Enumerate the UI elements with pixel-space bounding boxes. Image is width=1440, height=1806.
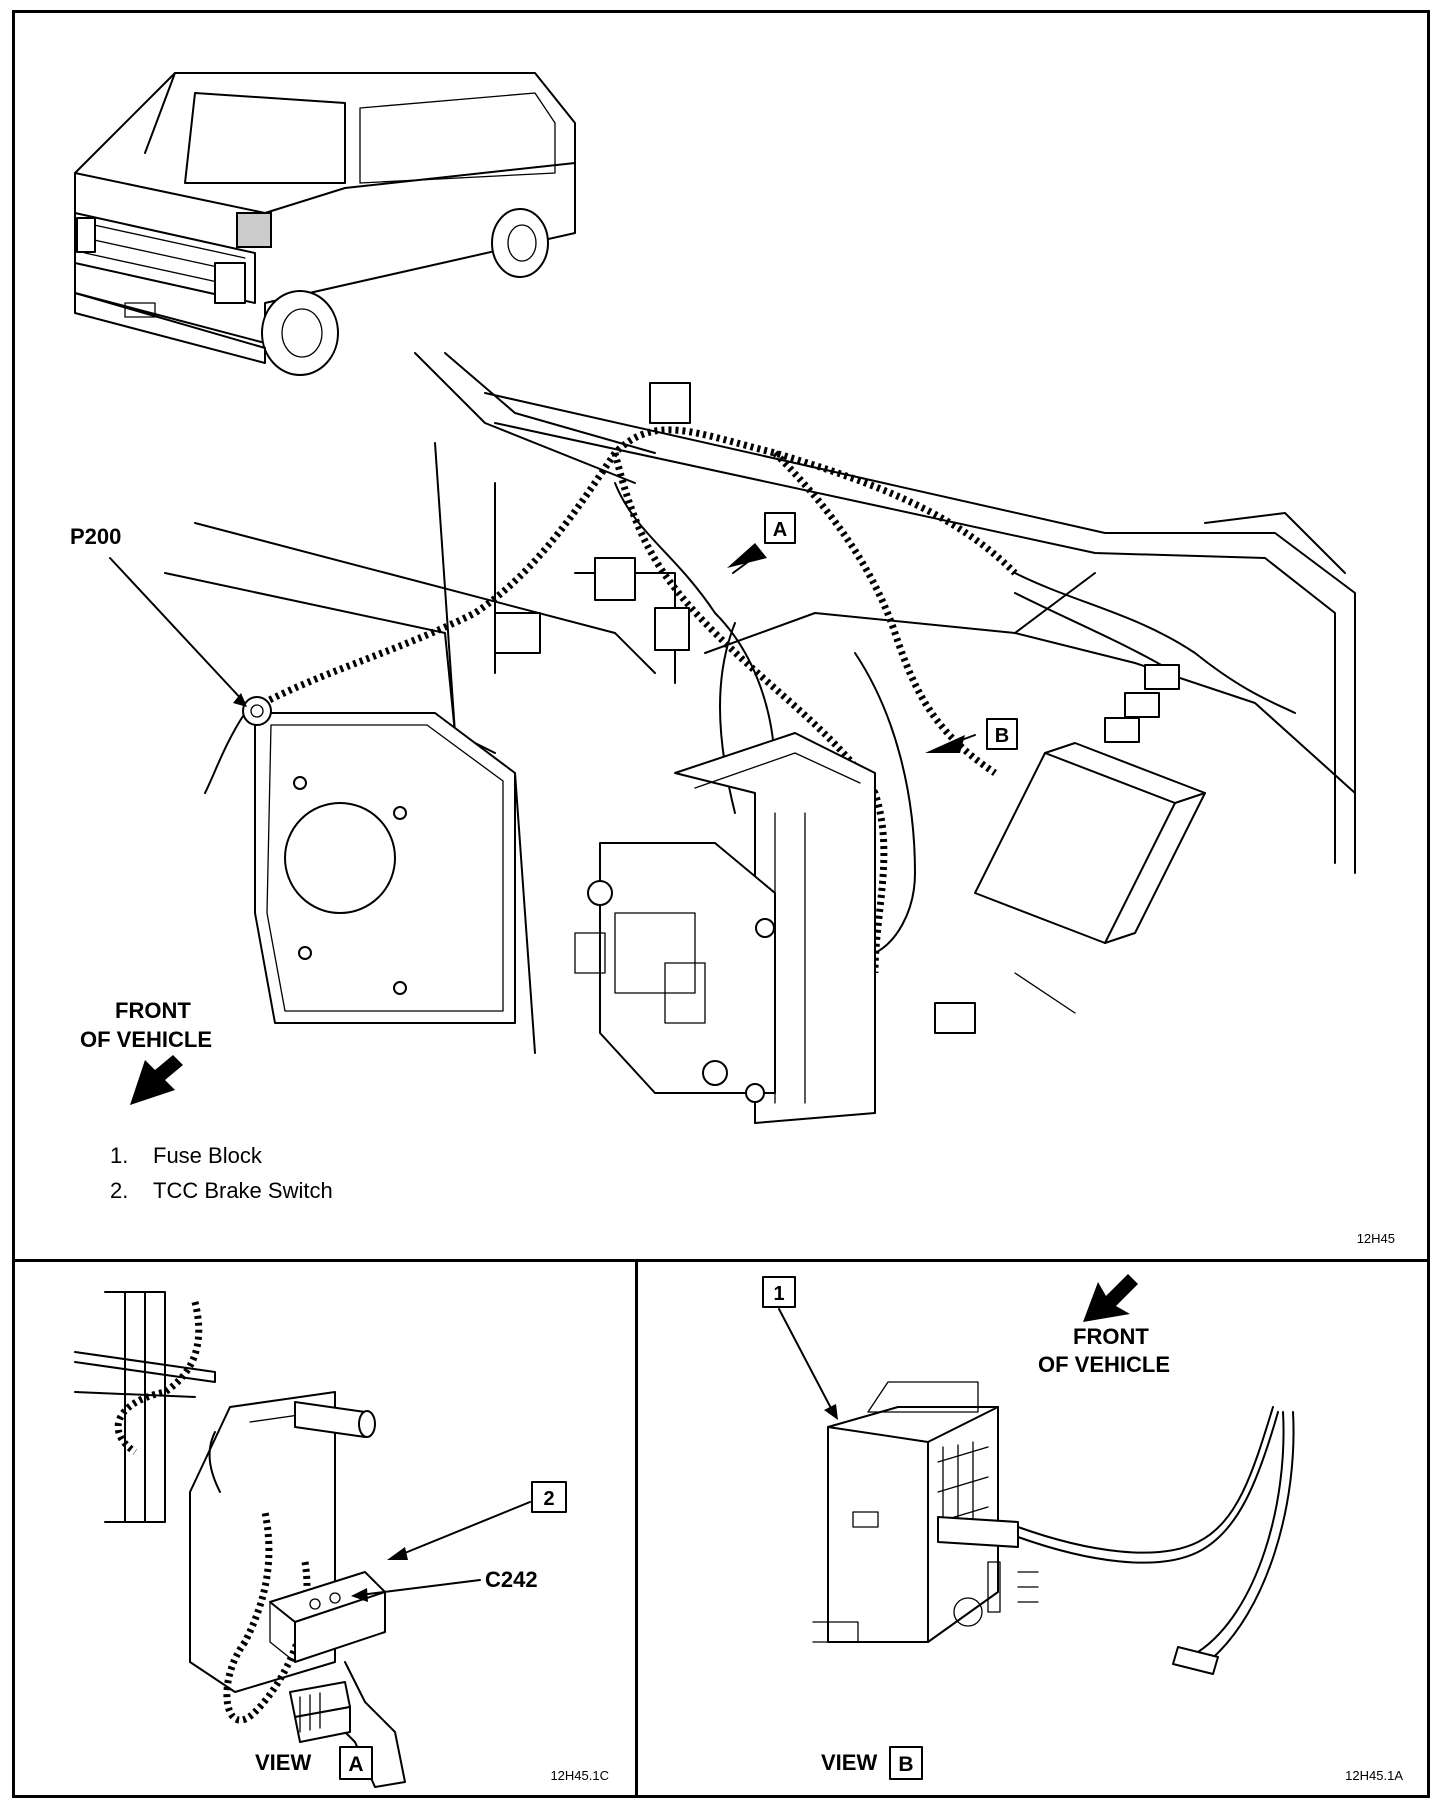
callout-arrow-icon — [351, 1588, 368, 1602]
view-b-title-letter: B — [898, 1753, 913, 1776]
pedal-bracket — [74, 1291, 406, 1788]
connectors — [494, 382, 1180, 1034]
direction-arrow-icon — [130, 1055, 183, 1105]
legend-item-2-text: TCC Brake Switch — [153, 1178, 333, 1203]
figure-id: 12H45 — [1357, 1231, 1395, 1246]
legend-item-1-text: Fuse Block — [153, 1143, 263, 1168]
item-2-leader — [394, 1501, 531, 1558]
main-diagram-svg: A B P200 FRONT OF VEHICLE 1. Fuse Block … — [70, 72, 1395, 1246]
view-a-title: VIEW — [255, 1750, 311, 1775]
p200-grommet — [242, 696, 272, 726]
c242-label: C242 — [485, 1567, 538, 1592]
item-1-box — [762, 1276, 796, 1308]
view-b-svg: 1 FRONT OF VEHICLE VIEW B 12H45.1A — [762, 1274, 1403, 1783]
front-of-vehicle-b-line1: FRONT — [1073, 1324, 1149, 1349]
wiring-harness-b — [1017, 1406, 1295, 1675]
wiring-harness — [204, 426, 1296, 974]
p200-grommet-center — [250, 704, 264, 718]
view-b-marker: B — [925, 718, 1018, 753]
view-a-title-letter: A — [348, 1753, 363, 1776]
callout-arrow-icon — [387, 1547, 408, 1560]
view-b-arrow-icon — [925, 735, 965, 753]
front-of-vehicle-line2: OF VEHICLE — [80, 1027, 212, 1052]
fuse-block-b — [812, 1381, 999, 1643]
c242-connector-a — [289, 1681, 351, 1743]
view-a-figure-id: 12H45.1C — [550, 1768, 609, 1783]
item-1-number: 1 — [773, 1283, 784, 1305]
van-icon — [74, 72, 576, 376]
view-a-marker-label: A — [773, 519, 787, 541]
item-2-number: 2 — [543, 1488, 554, 1510]
legend: 1. Fuse Block 2. TCC Brake Switch — [110, 1143, 333, 1203]
electronic-module — [974, 742, 1206, 1014]
c242-leader — [359, 1579, 481, 1596]
view-a-arrow-icon — [727, 543, 767, 568]
view-a-title-box — [339, 1746, 373, 1780]
view-a-panel: 2 C242 VIEW A 12H45.1C — [12, 1259, 638, 1798]
pigtail-connector — [1172, 1646, 1219, 1675]
legend-item-2-number: 2. — [110, 1178, 128, 1203]
wiring-harness-a — [114, 1301, 311, 1724]
fuse-block-main — [574, 842, 776, 1103]
view-b-title: VIEW — [821, 1750, 877, 1775]
view-b-panel: 1 FRONT OF VEHICLE VIEW B 12H45.1A — [635, 1259, 1430, 1798]
kick-panel — [254, 712, 536, 1054]
p200-label: P200 — [70, 524, 121, 549]
main-diagram-panel: A B P200 FRONT OF VEHICLE 1. Fuse Block … — [12, 10, 1430, 1262]
front-of-vehicle-line1: FRONT — [115, 998, 191, 1023]
front-of-vehicle-b-line2: OF VEHICLE — [1038, 1352, 1170, 1377]
item-1-leader — [778, 1308, 834, 1413]
callout-arrow-icon — [233, 693, 247, 707]
legend-item-1-number: 1. — [110, 1143, 128, 1168]
callout-arrow-icon — [824, 1404, 838, 1420]
tcc-brake-switch-a — [269, 1571, 386, 1663]
view-a-svg: 2 C242 VIEW A 12H45.1C — [74, 1291, 609, 1788]
view-b-figure-id: 12H45.1A — [1345, 1768, 1403, 1783]
direction-arrow-icon — [1083, 1274, 1138, 1322]
connector-b — [937, 1516, 1039, 1613]
p200-leader-line — [109, 557, 246, 704]
view-b-marker-label: B — [995, 725, 1009, 747]
item-2-box — [531, 1481, 567, 1513]
view-a-marker: A — [727, 512, 796, 574]
view-b-title-box — [889, 1746, 923, 1780]
